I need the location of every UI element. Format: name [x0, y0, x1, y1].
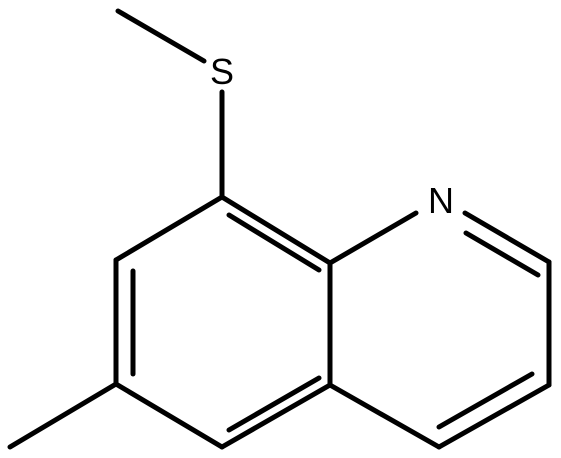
- sulfur-atom-label: S: [210, 51, 234, 92]
- bond-c5-c4a-inner: [226, 375, 322, 433]
- bond-c8-c8a: [219, 194, 333, 266]
- bond-c6-methyl: [7, 381, 119, 450]
- bond-c6-c5: [113, 381, 225, 450]
- bond-nitrogen-c2-inner: [463, 230, 541, 278]
- bond-c8-c7: [113, 194, 225, 263]
- bond-nitrogen-c2: [462, 210, 552, 265]
- bond-c8-c8a-inner: [226, 212, 322, 273]
- nitrogen-atom-label: N: [428, 180, 454, 221]
- bond-c4-c4a: [327, 382, 442, 450]
- bond-c3-c4-inner: [436, 371, 535, 430]
- bond-c3-c4: [436, 382, 552, 450]
- bond-c5-c4a: [219, 382, 333, 450]
- bond-c8a-nitrogen: [327, 210, 419, 266]
- bond-methyl-sulfur: [115, 8, 207, 64]
